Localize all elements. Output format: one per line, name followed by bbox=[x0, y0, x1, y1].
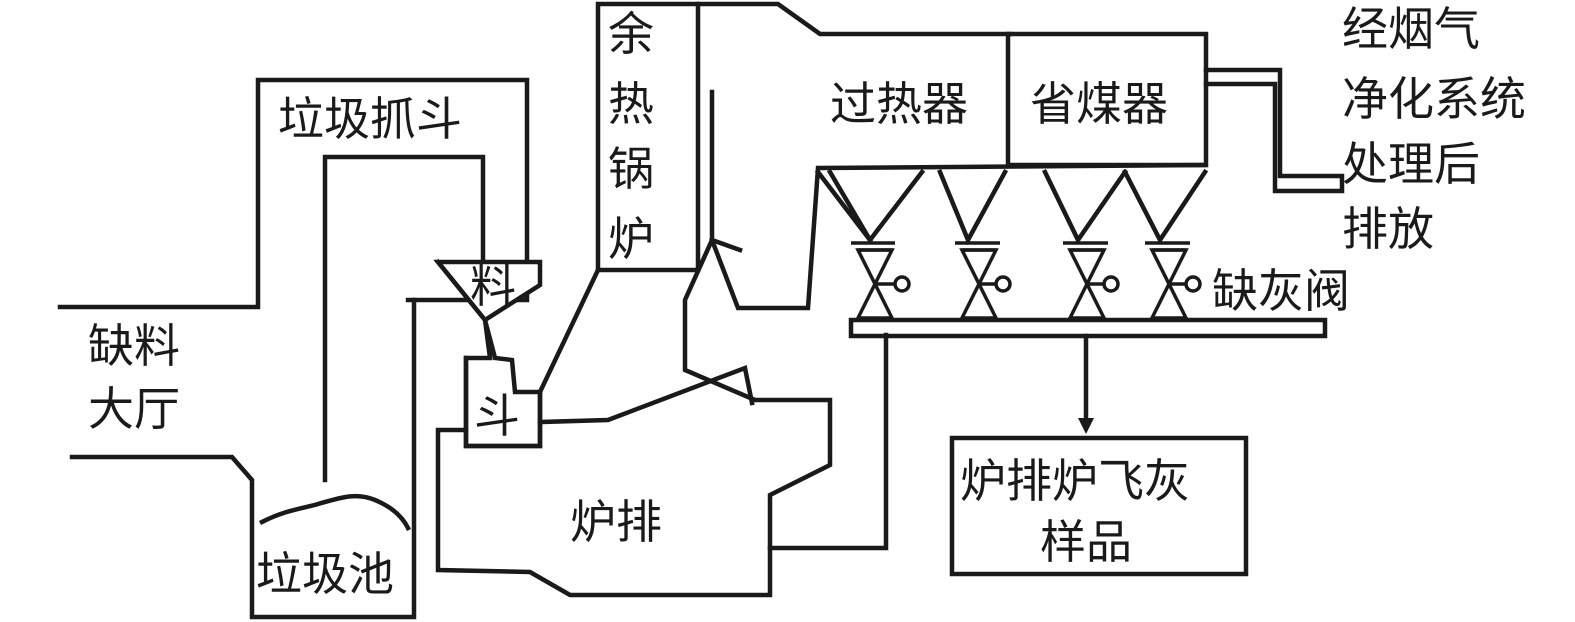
sample-box bbox=[949, 435, 1249, 577]
feed-hall-floor bbox=[69, 297, 417, 620]
ash-hoppers bbox=[814, 168, 1209, 246]
garbage-pile bbox=[258, 493, 412, 532]
hopper-top-label: 料 bbox=[470, 259, 516, 313]
grab-crane-rail bbox=[322, 154, 486, 483]
boiler-inner-wall bbox=[682, 89, 889, 551]
boiler-label-2: 热 bbox=[608, 77, 654, 131]
hopper-cone bbox=[434, 258, 489, 324]
ash-conveyor bbox=[848, 317, 1328, 339]
grate-chamber bbox=[537, 364, 755, 425]
hopper-chute bbox=[463, 355, 543, 449]
grate-outline bbox=[435, 427, 773, 598]
pit-label: 垃圾池 bbox=[256, 547, 394, 601]
superheater-label: 过热器 bbox=[830, 77, 968, 131]
conveyor-arrow-head bbox=[1078, 418, 1094, 434]
exhaust-label-line3: 处理后 bbox=[1342, 137, 1480, 191]
feed-hall-label-line1: 缺料 bbox=[88, 319, 180, 373]
boiler-label-4: 炉 bbox=[608, 212, 654, 266]
boiler-label-3: 锅 bbox=[608, 142, 654, 196]
furnace-body bbox=[537, 1, 1013, 395]
ash-valve-2 bbox=[955, 241, 1012, 320]
sample-label-line1: 炉排炉飞灰 bbox=[960, 454, 1190, 508]
boiler-flue bbox=[709, 162, 1208, 311]
economizer-label: 省煤器 bbox=[1030, 77, 1168, 131]
sample-label-line2: 样品 bbox=[1040, 515, 1132, 569]
ash-valve-3 bbox=[1063, 241, 1120, 320]
flue-top bbox=[709, 237, 743, 253]
boiler-label-1: 余 bbox=[608, 7, 654, 61]
hopper-bottom-label: 斗 bbox=[474, 389, 520, 443]
exhaust-label-line4: 排放 bbox=[1342, 202, 1434, 256]
ash-valve-1 bbox=[851, 241, 911, 320]
exhaust-label-line1: 经烟气 bbox=[1342, 2, 1480, 56]
ash-valve-label: 缺灰阀 bbox=[1212, 264, 1350, 318]
exhaust-pipe bbox=[1203, 67, 1345, 194]
grate-label: 炉排 bbox=[570, 495, 662, 549]
feed-hall-label-line2: 大厅 bbox=[88, 382, 180, 436]
exhaust-label-line2: 净化系统 bbox=[1342, 72, 1526, 126]
ash-valve-4 bbox=[1145, 241, 1202, 320]
grab-label: 垃圾抓斗 bbox=[278, 92, 462, 146]
economizer-box bbox=[1005, 31, 1209, 168]
